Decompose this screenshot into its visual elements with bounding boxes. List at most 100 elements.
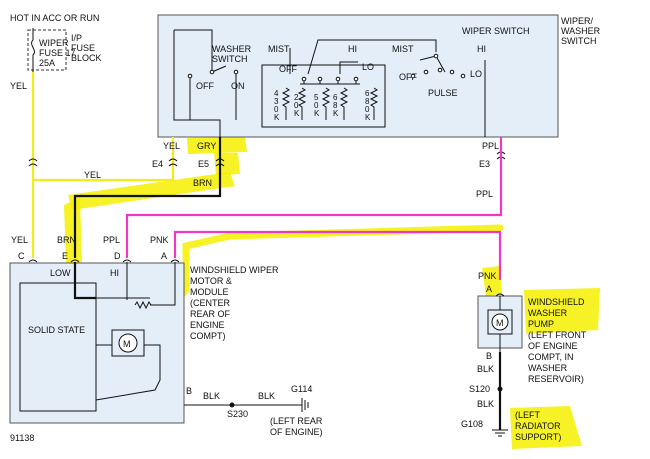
wiper-switch-wiring [289, 39, 486, 137]
fuse-block-label-3: BLOCK [71, 53, 102, 63]
fuse-block-outline [27, 29, 67, 71]
pump-motor-icon [491, 313, 509, 331]
svg-text:8: 8 [333, 101, 338, 110]
svg-text:5: 5 [314, 93, 319, 102]
g108-location-2: RADIATOR [515, 421, 561, 431]
power-label: HOT IN ACC OR RUN [10, 13, 99, 23]
fuse-block: HOT IN ACC OR RUN WIPER FUSE 17 25A I/P … [10, 13, 102, 72]
wiper-switch-label: WIPER SWITCH [462, 26, 530, 36]
mist-label-left: MIST [268, 44, 290, 54]
yel-label-motor: YEL [11, 235, 28, 245]
solid-state-label: SOLID STATE [28, 325, 85, 335]
resistor-values: 4 3 0 K 2 0 K 5 0 K 6 8 K 6 8 0 K [274, 89, 371, 122]
pump-m-label: M [496, 318, 504, 328]
lo-label-center: LO [362, 62, 374, 72]
connector-a-pump: A [486, 284, 492, 294]
pnk-wire [173, 230, 502, 280]
connector-e3: E3 [479, 159, 490, 169]
fuse-rating: 25A [39, 58, 55, 68]
fuse-name-2: FUSE 17 [39, 48, 76, 58]
blk-label-motor-1: BLK [203, 391, 220, 401]
washer-off-label: OFF [196, 81, 214, 91]
connector-b-motor: B [186, 386, 192, 396]
g108-location-3: SUPPORT) [515, 432, 561, 442]
g108-location-1: (LEFT [515, 410, 541, 420]
off-label-left: OFF [279, 64, 297, 74]
motor-title-4: (CENTER [190, 298, 230, 308]
svg-text:K: K [294, 109, 300, 118]
ppl-label-mid: PPL [476, 189, 493, 199]
svg-text:0: 0 [294, 101, 299, 110]
pump-title-4: (LEFT FRONT [528, 330, 587, 340]
switch-title-1: WIPER/ [561, 16, 594, 26]
pump-title-8: RESERVOIR) [528, 374, 584, 384]
svg-text:K: K [274, 113, 280, 122]
off-label-right: OFF [399, 72, 417, 82]
g114-location-2: OF ENGINE) [270, 427, 323, 437]
g114-label: G114 [291, 384, 312, 394]
solid-state-block [19, 282, 97, 412]
motor-title-6: ENGINE [190, 320, 225, 330]
connector-e5: E5 [198, 159, 209, 169]
yel-label-top: YEL [10, 81, 27, 91]
svg-text:0: 0 [274, 105, 279, 114]
connector-a: A [161, 251, 167, 261]
s230-label: S230 [227, 409, 248, 419]
washer-switch-label-2: SWITCH [212, 54, 248, 64]
hi-label: HI [110, 268, 119, 278]
brn-wire [73, 137, 222, 258]
yellow-wire: YEL YEL YEL YEL [10, 72, 180, 258]
washer-pump: PNK A M B WINDSHIELD WASHER PUMP (LEFT F… [477, 271, 587, 384]
low-internal [73, 262, 96, 300]
motor-ground: BLK BLK S230 G114 (LEFT REAR OF ENGINE) [184, 384, 323, 437]
motor-connector-pins [28, 259, 180, 263]
pnk-label-pump: PNK [478, 271, 497, 281]
blk-label-pump-2: BLK [477, 399, 494, 409]
ppl-label-motor: PPL [103, 235, 120, 245]
ppl-wire [125, 137, 503, 258]
svg-text:6: 6 [365, 89, 370, 98]
motor-title-3: MODULE [190, 287, 229, 297]
connector-b-pump: B [486, 351, 492, 361]
blk-label-pump-1: BLK [477, 364, 494, 374]
motor-title-2: MOTOR & [190, 276, 232, 286]
svg-text:K: K [365, 113, 371, 122]
ppl-label-switch: PPL [482, 141, 499, 151]
motor-frame [111, 329, 145, 357]
washer-on-label: ON [231, 81, 245, 91]
washer-switch-contacts [173, 29, 237, 137]
s120-label: S120 [469, 384, 490, 394]
svg-text:3: 3 [274, 97, 279, 106]
motor-resistor [134, 300, 152, 310]
svg-text:0: 0 [365, 105, 370, 114]
motor-title-1: WINDSHIELD WIPER [190, 265, 279, 275]
switch-title-2: WASHER [561, 26, 601, 36]
svg-text:2: 2 [294, 93, 299, 102]
lo-label-right: LO [470, 69, 482, 79]
motor-title-5: REAR OF [190, 309, 231, 319]
pump-title-5: OF ENGINE [528, 341, 578, 351]
pump-title-3: PUMP [528, 319, 554, 329]
svg-text:6: 6 [333, 93, 338, 102]
figure-id: 91138 [10, 433, 34, 443]
mist-label-right: MIST [392, 44, 414, 54]
connector-c: C [18, 251, 25, 261]
washer-switch-label-1: WASHER [212, 44, 252, 54]
resistor-network-frame [261, 64, 386, 128]
pnk-label-motor: PNK [150, 235, 169, 245]
connector-e: E [62, 251, 68, 261]
resistor-zigzags [281, 87, 379, 120]
pump-title-6: COMPT, IN [528, 352, 574, 362]
pump-title-1: WINDSHIELD [528, 297, 585, 307]
hi-label-center: HI [348, 44, 357, 54]
fuse-element-icon [31, 28, 35, 72]
svg-text:4: 4 [274, 89, 279, 98]
svg-text:0: 0 [314, 101, 319, 110]
svg-text:K: K [314, 109, 320, 118]
pump-title-2: WASHER [528, 308, 568, 318]
connector-d: D [114, 251, 121, 261]
g114-location-1: (LEFT REAR [270, 416, 323, 426]
motor-m-label: M [123, 339, 131, 349]
svg-text:K: K [333, 109, 339, 118]
